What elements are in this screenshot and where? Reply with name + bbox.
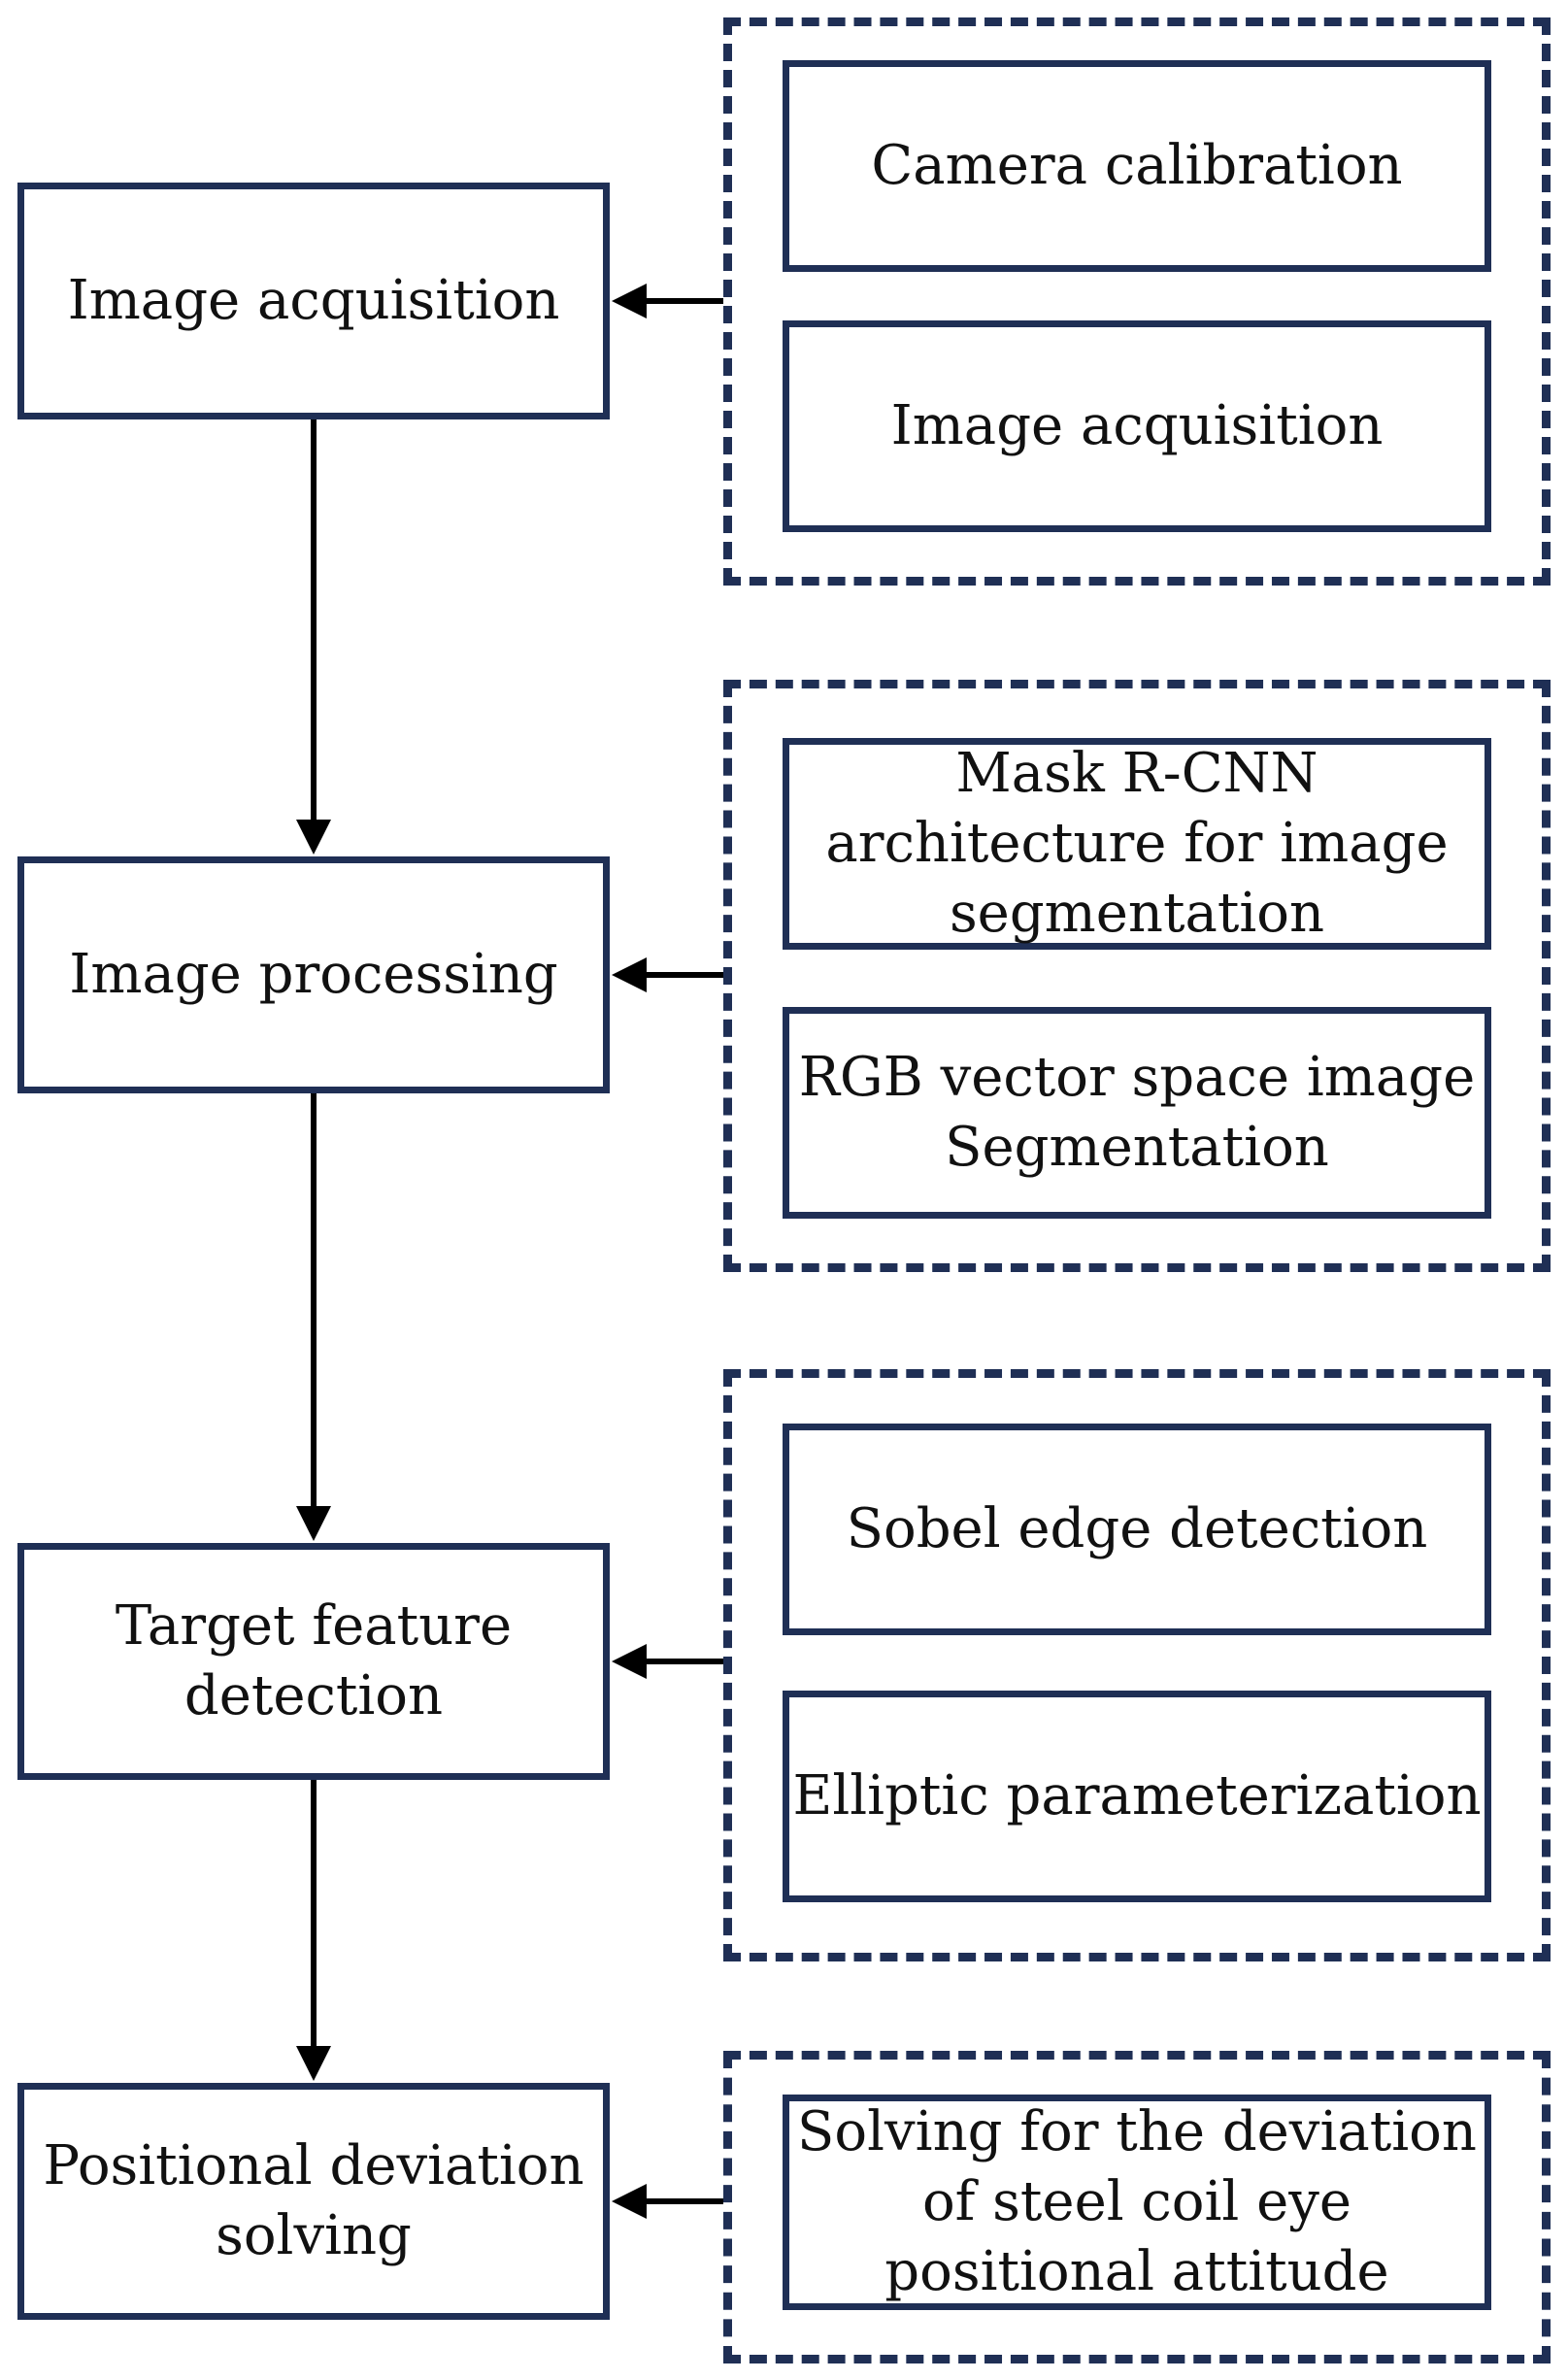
detail-label-line: positional attitude	[884, 2240, 1389, 2303]
detail-group-acquisition	[723, 17, 1551, 586]
detail-rgb-segmentation: RGB vector space image Segmentation	[783, 1007, 1491, 1219]
step-image-acquisition: Image acquisition	[17, 183, 610, 419]
step-image-processing: Image processing	[17, 856, 610, 1093]
detail-image-acquisition: Image acquisition	[783, 320, 1491, 532]
detail-label-line: architecture for image	[825, 812, 1449, 875]
detail-label-line: Sobel edge detection	[846, 1497, 1428, 1560]
detail-label-line: segmentation	[949, 882, 1325, 945]
detail-label-line: Elliptic parameterization	[792, 1764, 1482, 1827]
detail-label-line: Segmentation	[945, 1116, 1329, 1179]
detail-camera-calibration: Camera calibration	[783, 60, 1491, 272]
detail-mask-rcnn: Mask R-CNN architecture for image segmen…	[783, 738, 1491, 950]
step-label-line: detection	[183, 1664, 444, 1727]
detail-label-line: Solving for the deviation	[797, 2100, 1477, 2163]
detail-label-line: RGB vector space image	[798, 1046, 1476, 1109]
detail-label-line: of steel coil eye	[921, 2170, 1352, 2233]
detail-solving-deviation: Solving for the deviation of steel coil …	[783, 2095, 1491, 2310]
step-label-line: solving	[216, 2204, 412, 2267]
step-target-feature-detection: Target feature detection	[17, 1543, 610, 1780]
detail-elliptic-parameterization: Elliptic parameterization	[783, 1691, 1491, 1902]
step-label-line: Positional deviation	[43, 2134, 584, 2197]
step-label-line: Target feature	[115, 1594, 513, 1658]
detail-sobel-edge-detection: Sobel edge detection	[783, 1424, 1491, 1635]
step-positional-deviation-solving: Positional deviation solving	[17, 2083, 610, 2320]
step-label-line: Image processing	[69, 943, 558, 1006]
detail-group-deviation-solving	[723, 2051, 1551, 2363]
detail-label-line: Camera calibration	[871, 134, 1403, 197]
step-label-line: Image acquisition	[67, 269, 560, 332]
detail-group-feature-detection	[723, 1369, 1551, 1961]
detail-label-line: Mask R-CNN	[955, 742, 1318, 805]
detail-label-line: Image acquisition	[890, 394, 1384, 457]
detail-group-processing	[723, 680, 1551, 1272]
